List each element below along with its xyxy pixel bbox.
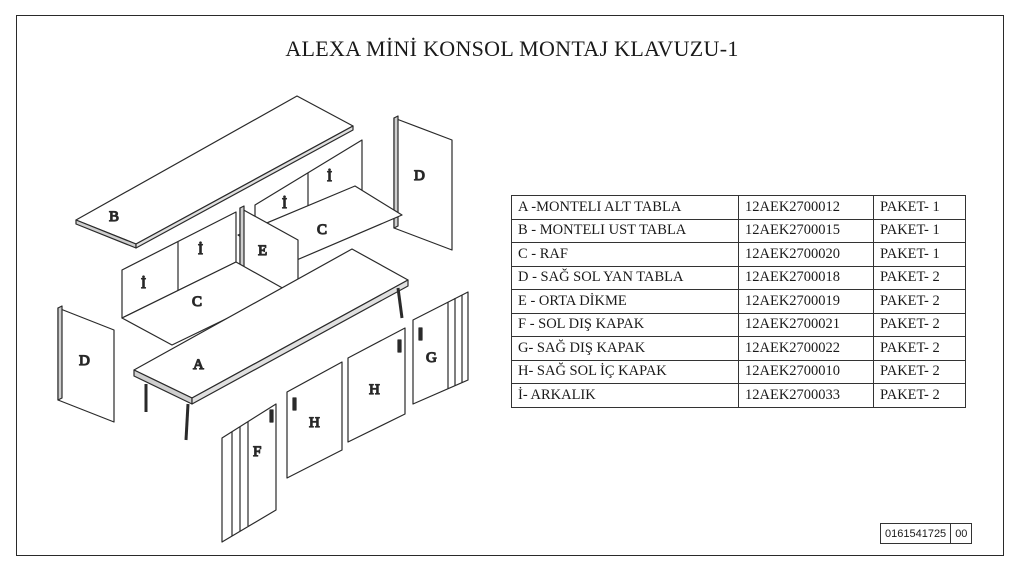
panel-d-left <box>57 305 115 423</box>
sheet-border <box>16 15 1004 556</box>
part-package: PAKET- 2 <box>873 312 966 337</box>
part-description: F - SOL DIŞ KAPAK <box>511 312 739 337</box>
panel-f-door <box>221 403 277 543</box>
part-description: D - SAĞ SOL YAN TABLA <box>511 265 739 290</box>
part-code: 12AEK2700020 <box>738 242 874 267</box>
label-i-lower-left: İ <box>141 276 146 292</box>
part-code: 12AEK2700022 <box>738 336 874 361</box>
part-package: PAKET- 2 <box>873 289 966 314</box>
part-code: 12AEK2700015 <box>738 218 874 243</box>
part-code: 12AEK2700019 <box>738 289 874 314</box>
label-h-right: H <box>369 382 380 398</box>
label-c-lower: C <box>192 294 202 310</box>
part-description: C - RAF <box>511 242 739 267</box>
label-b: B <box>109 209 119 225</box>
panel-b-top <box>75 95 354 249</box>
label-c-upper: C <box>317 222 327 238</box>
document-revision: 00 <box>950 523 973 544</box>
label-g: G <box>426 350 437 366</box>
label-i-lower-right: İ <box>198 242 203 258</box>
panel-h-door-right <box>347 327 406 443</box>
label-i-upper-left: İ <box>282 196 287 212</box>
panel-h-door-left <box>286 361 343 479</box>
label-d-left: D <box>79 353 90 369</box>
part-description: G- SAĞ DIŞ KAPAK <box>511 336 739 361</box>
label-h-left: H <box>309 415 320 431</box>
panel-a-bottom <box>133 248 409 441</box>
part-code: 12AEK2700010 <box>738 359 874 384</box>
part-package: PAKET- 2 <box>873 336 966 361</box>
label-a: A <box>193 357 204 373</box>
part-package: PAKET- 1 <box>873 242 966 267</box>
document-number-box: 0161541725 00 <box>879 523 973 544</box>
part-code: 12AEK2700021 <box>738 312 874 337</box>
part-description: A -MONTELI ALT TABLA <box>511 195 739 220</box>
part-description: H- SAĞ SOL İÇ KAPAK <box>511 359 739 384</box>
part-description: İ- ARKALIK <box>511 383 739 408</box>
part-package: PAKET- 2 <box>873 359 966 384</box>
label-i-upper-right: İ <box>327 169 332 185</box>
part-description: B - MONTELI UST TABLA <box>511 218 739 243</box>
part-code: 12AEK2700012 <box>738 195 874 220</box>
label-e: E <box>258 243 267 259</box>
part-code: 12AEK2700018 <box>738 265 874 290</box>
label-d-right: D <box>414 168 425 184</box>
part-package: PAKET- 1 <box>873 218 966 243</box>
part-code: 12AEK2700033 <box>738 383 874 408</box>
document-number: 0161541725 <box>879 523 952 544</box>
part-description: E - ORTA DİKME <box>511 289 739 314</box>
panel-d-right <box>393 115 453 251</box>
part-package: PAKET- 2 <box>873 383 966 408</box>
page-title: ALEXA MİNİ KONSOL MONTAJ KLAVUZU-1 <box>285 36 739 61</box>
part-package: PAKET- 1 <box>873 195 966 220</box>
label-f: F <box>253 444 261 460</box>
part-package: PAKET- 2 <box>873 265 966 290</box>
panel-g-door <box>412 291 469 405</box>
